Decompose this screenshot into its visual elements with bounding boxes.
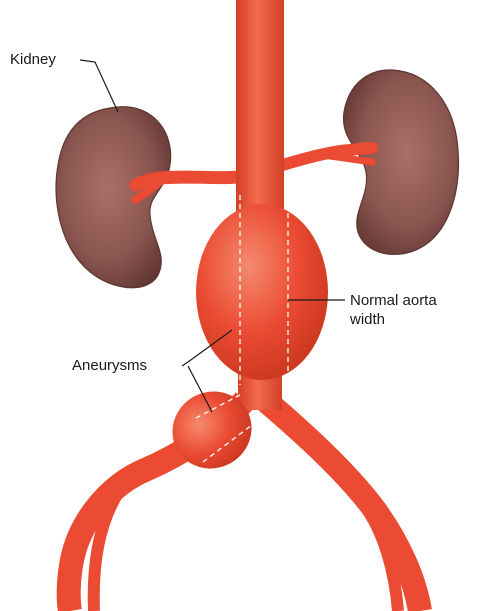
right-renal-artery — [272, 148, 372, 168]
normal-aorta-label-line2: width — [349, 311, 385, 328]
normal-aorta-label-line1: Normal aorta — [350, 292, 437, 309]
kidney-label: Kidney — [10, 51, 56, 68]
abdominal-aortic-aneurysm — [196, 204, 328, 380]
left-kidney — [56, 107, 171, 288]
aneurysms-label: Aneurysms — [72, 357, 147, 374]
right-iliac-artery — [265, 400, 420, 611]
